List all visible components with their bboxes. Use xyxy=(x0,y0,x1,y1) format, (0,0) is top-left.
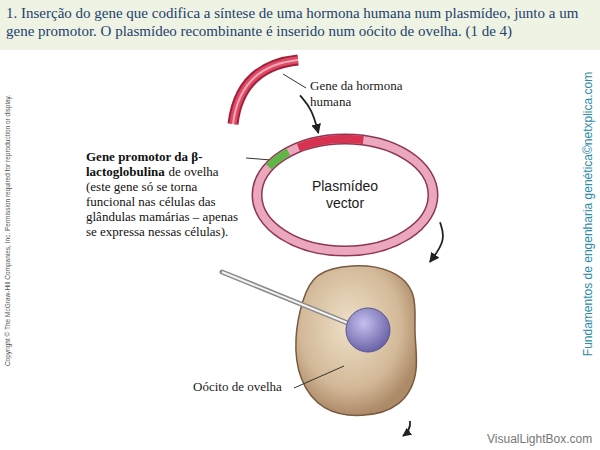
leader-line xyxy=(246,158,271,160)
promoter-note: Gene promotor da β-lactoglobulinade ovel… xyxy=(86,149,246,239)
leader-line xyxy=(294,366,344,388)
plasmid-dna xyxy=(257,139,433,251)
oocyte-body xyxy=(296,266,417,416)
flow-arrow xyxy=(430,222,443,262)
copyright-note: Copyright © The McGraw-Hill Companies, I… xyxy=(5,94,12,365)
dna-fragment xyxy=(233,60,298,124)
inserted-gene-segment xyxy=(298,139,363,148)
leader-line xyxy=(283,74,306,88)
watermark: Fundamentos de engenharia genética©netxp… xyxy=(581,72,595,356)
micro-needle xyxy=(222,272,350,324)
plasmid-ring: Plasmídeo vector xyxy=(250,133,440,257)
dna-fragment xyxy=(233,60,298,124)
gene-fragment-drawing xyxy=(228,52,300,128)
dna-fragment xyxy=(233,60,298,124)
nucleus xyxy=(346,308,390,352)
next-step-arrow xyxy=(403,421,410,436)
watermark: VisualLightBox.com xyxy=(487,432,592,446)
promoter-segment xyxy=(269,152,289,167)
node-label: Gene da hormona humana xyxy=(310,78,410,110)
node-label: Plasmídeo vector xyxy=(300,178,390,212)
sheep-oocyte: Oócito de ovelha xyxy=(292,262,432,420)
gene-fragment: Gene da hormona humana xyxy=(228,52,300,128)
node-label: Oócito de ovelha xyxy=(193,379,282,395)
micro-needle xyxy=(222,272,350,324)
slide-title: 1. Inserção do gene que codifica a sínte… xyxy=(6,4,596,40)
sheep-oocyte-drawing xyxy=(292,262,432,420)
plasmid-outline xyxy=(257,139,433,251)
